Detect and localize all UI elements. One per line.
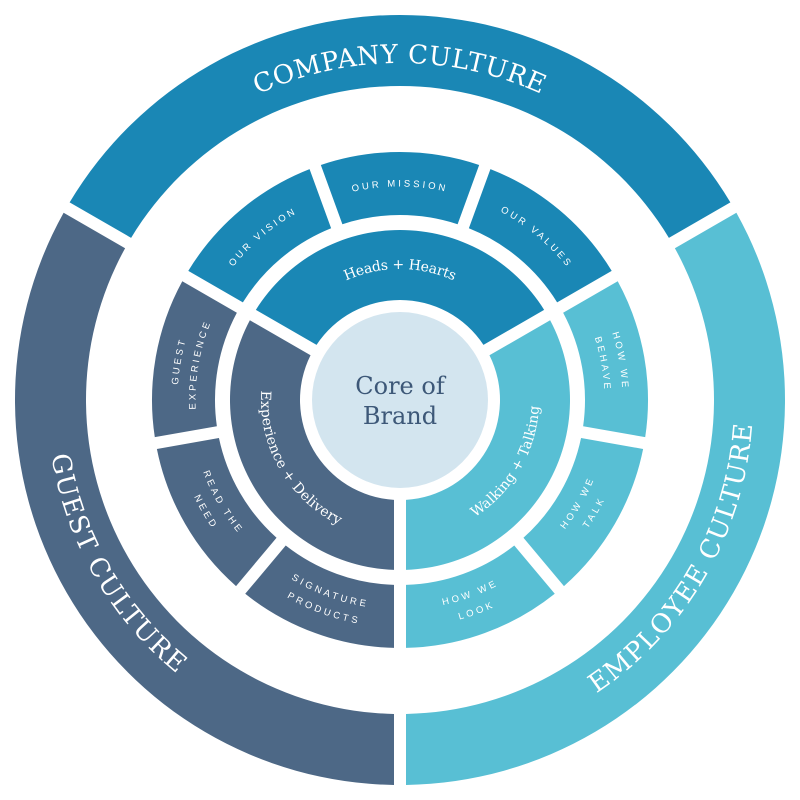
guest-middle-segment-2 xyxy=(151,281,237,438)
employee-outer-segment xyxy=(406,212,785,785)
core: Core of Brand xyxy=(312,312,488,488)
guest-middle-segment-1 xyxy=(156,438,277,587)
employee-middle-segment-1 xyxy=(523,438,644,587)
company-middle-segment-0 xyxy=(188,169,332,303)
core-label-line1: Core of xyxy=(355,372,447,400)
company-middle-label-1-0: OUR MISSION xyxy=(351,178,449,194)
employee-middle-segment-0 xyxy=(563,281,648,438)
company-middle-segment-2 xyxy=(468,169,612,303)
company-middle-segment-1 xyxy=(320,152,480,225)
guest-inner-segment xyxy=(230,320,394,570)
company-inner-segment xyxy=(255,229,545,345)
guest-outer-segment xyxy=(14,212,394,785)
guest-middle-segment-0 xyxy=(245,545,394,648)
employee-middle-segment-2 xyxy=(406,545,555,648)
company-outer-segment xyxy=(69,15,731,238)
core-circle xyxy=(312,312,488,488)
core-label-line2: Brand xyxy=(363,402,437,430)
employee-inner-segment xyxy=(406,320,570,570)
